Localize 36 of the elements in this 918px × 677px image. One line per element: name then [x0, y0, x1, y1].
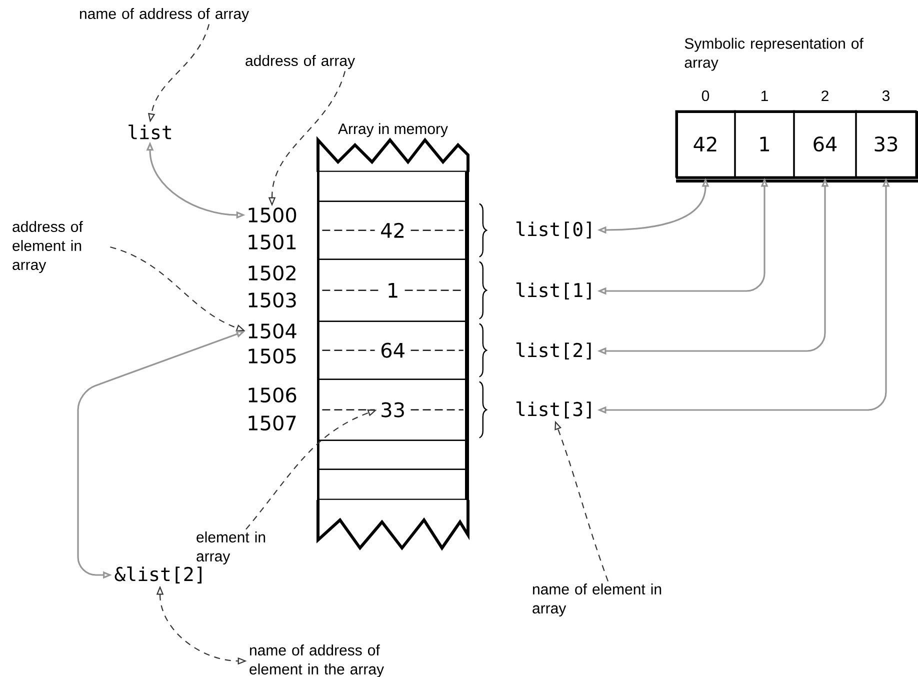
variable-name: list[2]: [516, 342, 591, 360]
address-label: 1500: [248, 207, 296, 223]
variable-name: &list[2]: [114, 566, 202, 584]
array-cell: 1: [734, 110, 795, 178]
address-label: 1503: [248, 292, 296, 308]
annotation-text: name of address of element in the array: [250, 644, 384, 677]
variable-name: list[1]: [516, 282, 591, 300]
array-cell: 33: [855, 110, 917, 178]
annotation-text: name of address of array: [80, 8, 250, 22]
memory-cell: 33: [318, 378, 468, 441]
annotation-text: element in array: [196, 532, 266, 564]
memory-cell: [318, 440, 468, 470]
array-cell: 64: [793, 110, 857, 178]
memory-cell: 64: [318, 320, 468, 380]
memory-cell: 42: [318, 200, 468, 260]
index-number: 0: [702, 90, 710, 102]
address-label: 1507: [248, 415, 296, 431]
annotation-text: address of array: [246, 55, 355, 69]
memory-cell: [318, 170, 468, 202]
variable-name: list[0]: [516, 221, 591, 239]
index-number: 2: [822, 90, 828, 102]
address-label: 1501: [248, 234, 296, 250]
array-cell: 42: [675, 110, 736, 178]
node-label: Symbolic representation of array: [684, 38, 864, 71]
variable-name: list[3]: [516, 401, 591, 419]
memory-cell: [318, 468, 468, 500]
index-number: 1: [761, 90, 768, 102]
annotation-text: address of element in array: [12, 221, 83, 273]
index-number: 3: [882, 90, 890, 102]
address-label: 1506: [248, 387, 296, 403]
annotation-text: name of element in array: [532, 584, 662, 616]
variable-name: list: [128, 124, 171, 140]
address-label: 1505: [248, 348, 296, 364]
address-label: 1504: [248, 323, 296, 339]
address-label: 1502: [248, 265, 296, 281]
memory-cell: 1: [318, 258, 468, 322]
